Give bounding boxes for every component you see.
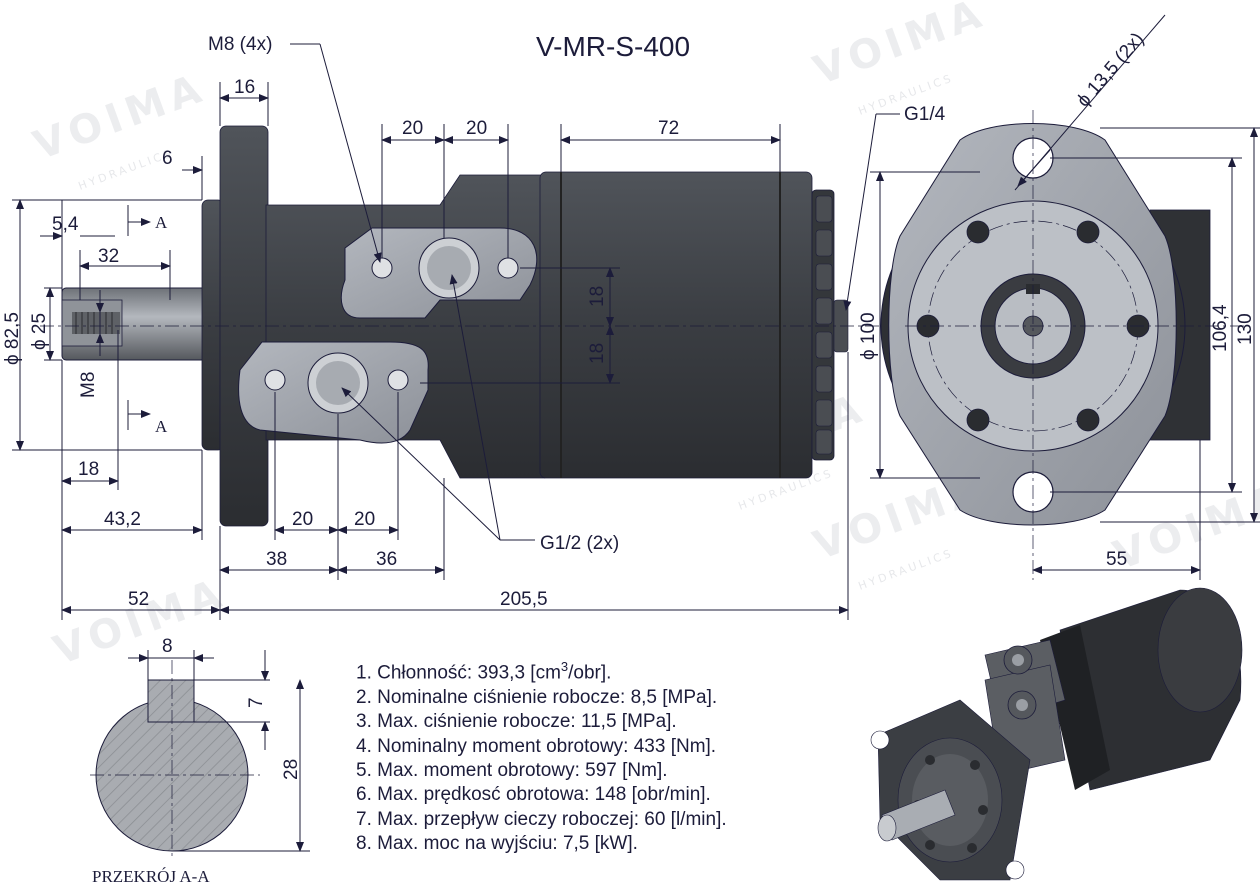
- svg-text:32: 32: [98, 246, 119, 267]
- spec-max-pressure: 3. Max. ciśnienie robocze: 11,5 [MPa].: [356, 711, 677, 733]
- dimension-labels: M8 (4x) 16 6 5,4 32 ϕ 82,5 ϕ 25 M8 A A 1…: [2, 34, 946, 610]
- svg-text:ϕ 100: ϕ 100: [858, 312, 879, 360]
- svg-text:G1/2 (2x): G1/2 (2x): [540, 533, 619, 554]
- spec-displacement: 1. Chłonność: 393,3 [cm3/obr].: [356, 659, 612, 684]
- svg-text:5,4: 5,4: [52, 214, 79, 235]
- svg-text:G1/4: G1/4: [904, 104, 946, 125]
- svg-text:18: 18: [587, 343, 608, 364]
- svg-text:16: 16: [234, 77, 255, 98]
- section-a-a: [90, 660, 260, 860]
- motor-side-view: [40, 125, 880, 527]
- spec-max-power: 8. Max. moc na wyjściu: 7,5 [kW].: [356, 833, 638, 855]
- svg-text:130: 130: [1235, 313, 1256, 345]
- svg-text:HYDRAULICS: HYDRAULICS: [77, 146, 176, 193]
- section-dimension-labels: 8 7 28 PRZEKRÓJ A-A: [92, 636, 302, 886]
- svg-text:VOIMA: VOIMA: [808, 0, 993, 94]
- svg-text:PRZEKRÓJ A-A: PRZEKRÓJ A-A: [92, 867, 210, 886]
- svg-text:ϕ 82,5: ϕ 82,5: [2, 312, 23, 365]
- svg-text:VOIMA: VOIMA: [48, 570, 233, 675]
- svg-text:HYDRAULICS: HYDRAULICS: [857, 546, 956, 593]
- svg-text:205,5: 205,5: [500, 589, 548, 610]
- spec-nominal-pressure: 2. Nominalne ciśnienie robocze: 8,5 [MPa…: [356, 686, 718, 708]
- drawing-title: V-MR-S-400: [536, 31, 690, 62]
- svg-text:VOIMA: VOIMA: [1108, 475, 1260, 580]
- spec-max-flow: 7. Max. przepływ cieczy roboczej: 60 [l/…: [356, 808, 727, 830]
- svg-text:18: 18: [78, 459, 99, 480]
- svg-text:7: 7: [246, 697, 267, 708]
- svg-text:18: 18: [587, 286, 608, 307]
- svg-text:ϕ 25: ϕ 25: [29, 313, 50, 350]
- specifications-list: 1. Chłonność: 393,3 [cm3/obr]. 2. Nomina…: [356, 655, 727, 857]
- section-dimension-lines: [128, 650, 310, 852]
- svg-text:20: 20: [402, 118, 423, 139]
- svg-text:M8 (4x): M8 (4x): [208, 34, 272, 55]
- svg-text:55: 55: [1106, 549, 1127, 570]
- svg-text:28: 28: [281, 759, 302, 780]
- svg-text:43,2: 43,2: [104, 509, 141, 530]
- svg-text:72: 72: [658, 118, 679, 139]
- svg-text:106,4: 106,4: [1210, 304, 1231, 352]
- spec-max-speed: 6. Max. prędkosć obrotowa: 148 [obr/min]…: [356, 784, 711, 806]
- svg-text:38: 38: [266, 549, 287, 570]
- motor-front-view: [880, 110, 1245, 580]
- svg-text:20: 20: [466, 118, 487, 139]
- svg-text:A: A: [155, 213, 168, 232]
- spec-nominal-torque: 4. Nominalny moment obrotowy: 433 [Nm].: [356, 735, 717, 757]
- svg-text:8: 8: [162, 636, 173, 657]
- svg-text:20: 20: [292, 509, 313, 530]
- svg-text:6: 6: [162, 148, 173, 169]
- svg-text:20: 20: [354, 509, 375, 530]
- motor-3d-render: [870, 587, 1243, 881]
- dimension-lines: [12, 43, 900, 620]
- front-dimension-lines: [870, 14, 1260, 580]
- svg-text:A: A: [155, 417, 168, 436]
- svg-text:ϕ 13,5 (2x): ϕ 13,5 (2x): [1073, 29, 1148, 111]
- svg-text:VOIMA: VOIMA: [28, 65, 213, 170]
- svg-text:52: 52: [128, 589, 149, 610]
- svg-text:M8: M8: [78, 372, 99, 398]
- svg-text:36: 36: [376, 549, 397, 570]
- spec-max-torque: 5. Max. moment obrotowy: 597 [Nm].: [356, 759, 668, 781]
